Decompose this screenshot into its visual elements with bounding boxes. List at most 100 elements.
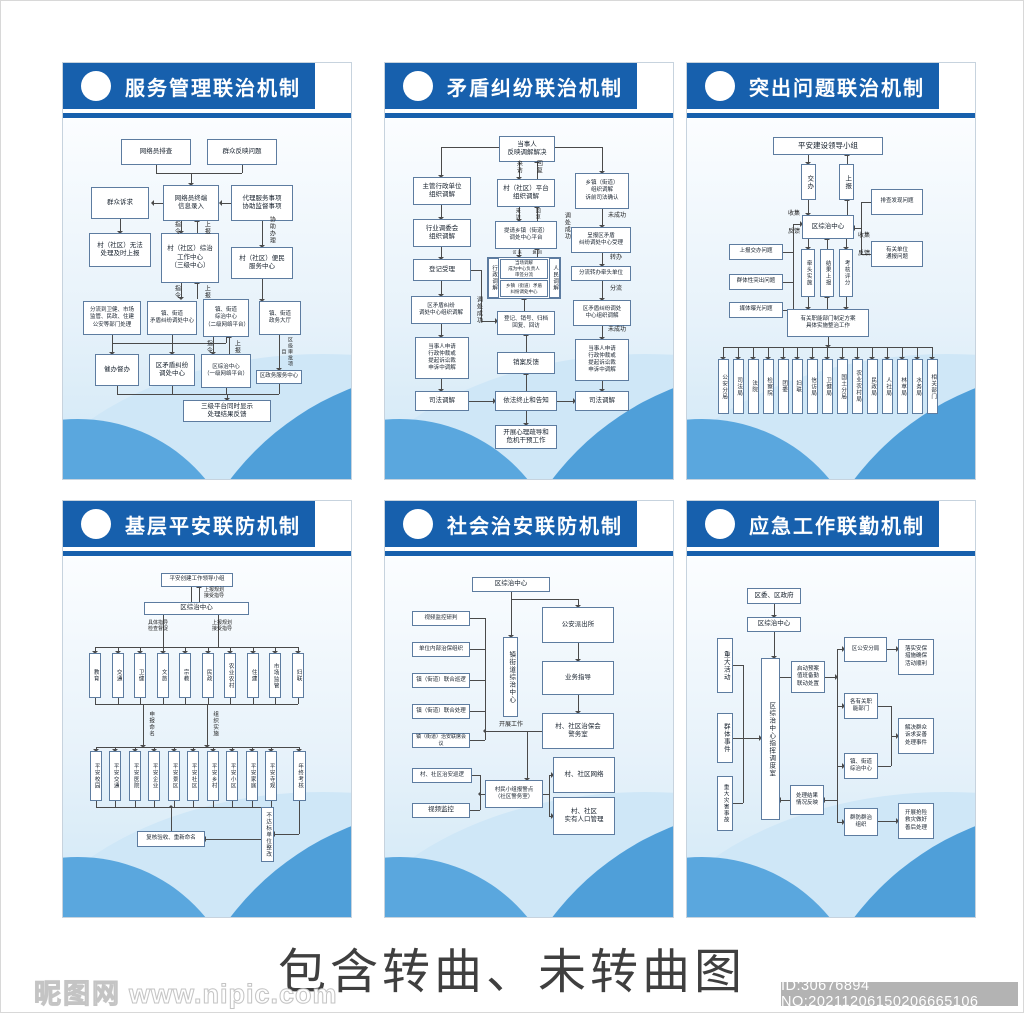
flow-box: 人社局 (882, 359, 893, 414)
panel-title: 矛盾纠纷联治机制 (447, 77, 623, 100)
connector-line (808, 155, 809, 164)
connector-line (117, 394, 279, 395)
arrowhead-icon (160, 651, 166, 654)
arrowhead-icon (296, 749, 302, 752)
arrowhead-icon (224, 398, 230, 401)
connector-line (846, 297, 847, 309)
flow-box: 乡镇（街道） 组织调解 诉前司法确认 (575, 173, 629, 209)
flow-box: 区综治中心 （一级网络平台） (201, 354, 251, 388)
flow-box: 上报交办问题 (729, 244, 783, 260)
connector-line (172, 335, 173, 343)
arrowhead-icon (188, 183, 194, 186)
connector-line (733, 803, 743, 804)
flow-box: 村（社区）便民 服务中心 (231, 247, 293, 279)
flow-box: 信访局 (807, 359, 818, 414)
flow-box: 公安分局 (718, 359, 729, 414)
panel-header-stripe (687, 113, 975, 118)
connector-line (143, 704, 144, 747)
connector-line (780, 677, 791, 678)
flow-box: 行业调委会 组织调解 (413, 219, 471, 247)
watermark: 昵图网 www.nipic.com (34, 972, 338, 1011)
connector-line (95, 698, 96, 704)
flow-box: 网络员终端 信息录入 (163, 185, 219, 221)
arrowhead-icon (805, 307, 811, 310)
connector-line (112, 335, 113, 343)
flow-box: 视频监控 (412, 803, 470, 818)
connector-line (481, 321, 497, 322)
connector-line (171, 807, 172, 831)
flow-label: 回复 (532, 250, 543, 255)
flowchart-area: 网络员排查群众反映问题群众诉求网络员终端 信息录入代理服务事项 协助监督事项村（… (63, 119, 351, 479)
arrowhead-icon (551, 813, 554, 819)
connector-line (738, 347, 739, 359)
flow-box: 妇联 (292, 653, 304, 698)
poster-panel-emergency: 区委、区政府区综治中心重大活动群体事件重大灾害事故区综治中心指挥调度室启动预案 … (686, 500, 976, 918)
flow-label: 上报 (233, 340, 240, 354)
connector-line (602, 253, 603, 266)
flow-box: 群体事件 (717, 713, 733, 763)
connector-line (262, 221, 263, 247)
connector-line (827, 239, 828, 249)
panel-header-stripe (63, 113, 351, 118)
panel-header: 矛盾纠纷联治机制 (385, 63, 637, 109)
connector-line (578, 599, 579, 607)
connector-line (230, 698, 231, 704)
connector-line (743, 665, 744, 803)
connector-line (95, 647, 96, 653)
flow-box: 群体性突出问题 (729, 274, 783, 290)
connector-line (279, 335, 280, 370)
arrowhead-icon (735, 357, 741, 360)
arrowhead-icon (276, 368, 282, 371)
arrowhead-icon (438, 389, 444, 392)
connector-line (470, 711, 485, 712)
connector-line (519, 162, 520, 179)
connector-line (511, 599, 578, 600)
connector-line (524, 299, 525, 311)
arrowhead-icon (899, 357, 905, 360)
connector-line (578, 643, 579, 661)
flow-box: 依法终止和告知 (495, 391, 557, 411)
circle-icon (81, 71, 111, 101)
flow-label: 回复 (535, 160, 542, 174)
connector-line (557, 401, 575, 402)
poster-panel-grassroots: 平安创建工作领导小组区综治中心教育交通卫健文旅宗教民政农业农村住建市场监管妇联平… (62, 500, 352, 918)
connector-line (252, 801, 253, 807)
connector-line (774, 604, 775, 617)
flow-box: 开展抢险 救灾做好 善后处理 (898, 803, 934, 839)
flow-box: 司法调解 (415, 391, 469, 411)
connector-line (861, 202, 871, 203)
arrowhead-icon (794, 357, 800, 360)
connector-line (226, 337, 227, 343)
connector-line (472, 775, 480, 776)
arrowhead-icon (516, 255, 522, 258)
flow-box: 区委、区政府 (747, 588, 801, 604)
flow-box: 平安交通 (109, 751, 121, 801)
arrowhead-icon (524, 778, 530, 781)
arrowhead-icon (259, 299, 265, 302)
arrowhead-icon (516, 177, 522, 180)
connector-line (470, 740, 485, 741)
arrowhead-icon (132, 749, 138, 752)
arrowhead-icon (295, 651, 301, 654)
connector-line (262, 279, 263, 301)
arrowhead-icon (835, 674, 838, 680)
connector-line (808, 239, 809, 249)
connector-line (112, 343, 226, 344)
connector-line (793, 224, 794, 310)
poster-panel-problems: 平安建设领导小组交办上报上报交办问题群体性突出问题媒体曝光问题区综治中心排查发现… (686, 62, 976, 480)
flow-box: 镇（街道）治安联席会议 (412, 733, 470, 748)
flow-label: 调处成功 (475, 296, 482, 324)
connector-line (275, 698, 276, 704)
connector-line (854, 228, 861, 229)
flow-label: 指令 (205, 340, 212, 354)
flow-label: 调处成功 (563, 212, 570, 240)
flow-box: 人民调解 (549, 258, 560, 298)
connector-line (469, 401, 495, 402)
arrowhead-icon (759, 735, 762, 741)
arrowhead-icon (523, 423, 529, 426)
arrowhead-icon (824, 357, 830, 360)
connector-line (743, 738, 761, 739)
connector-line (891, 821, 898, 822)
connector-line (118, 698, 119, 704)
connector-line (733, 665, 743, 666)
